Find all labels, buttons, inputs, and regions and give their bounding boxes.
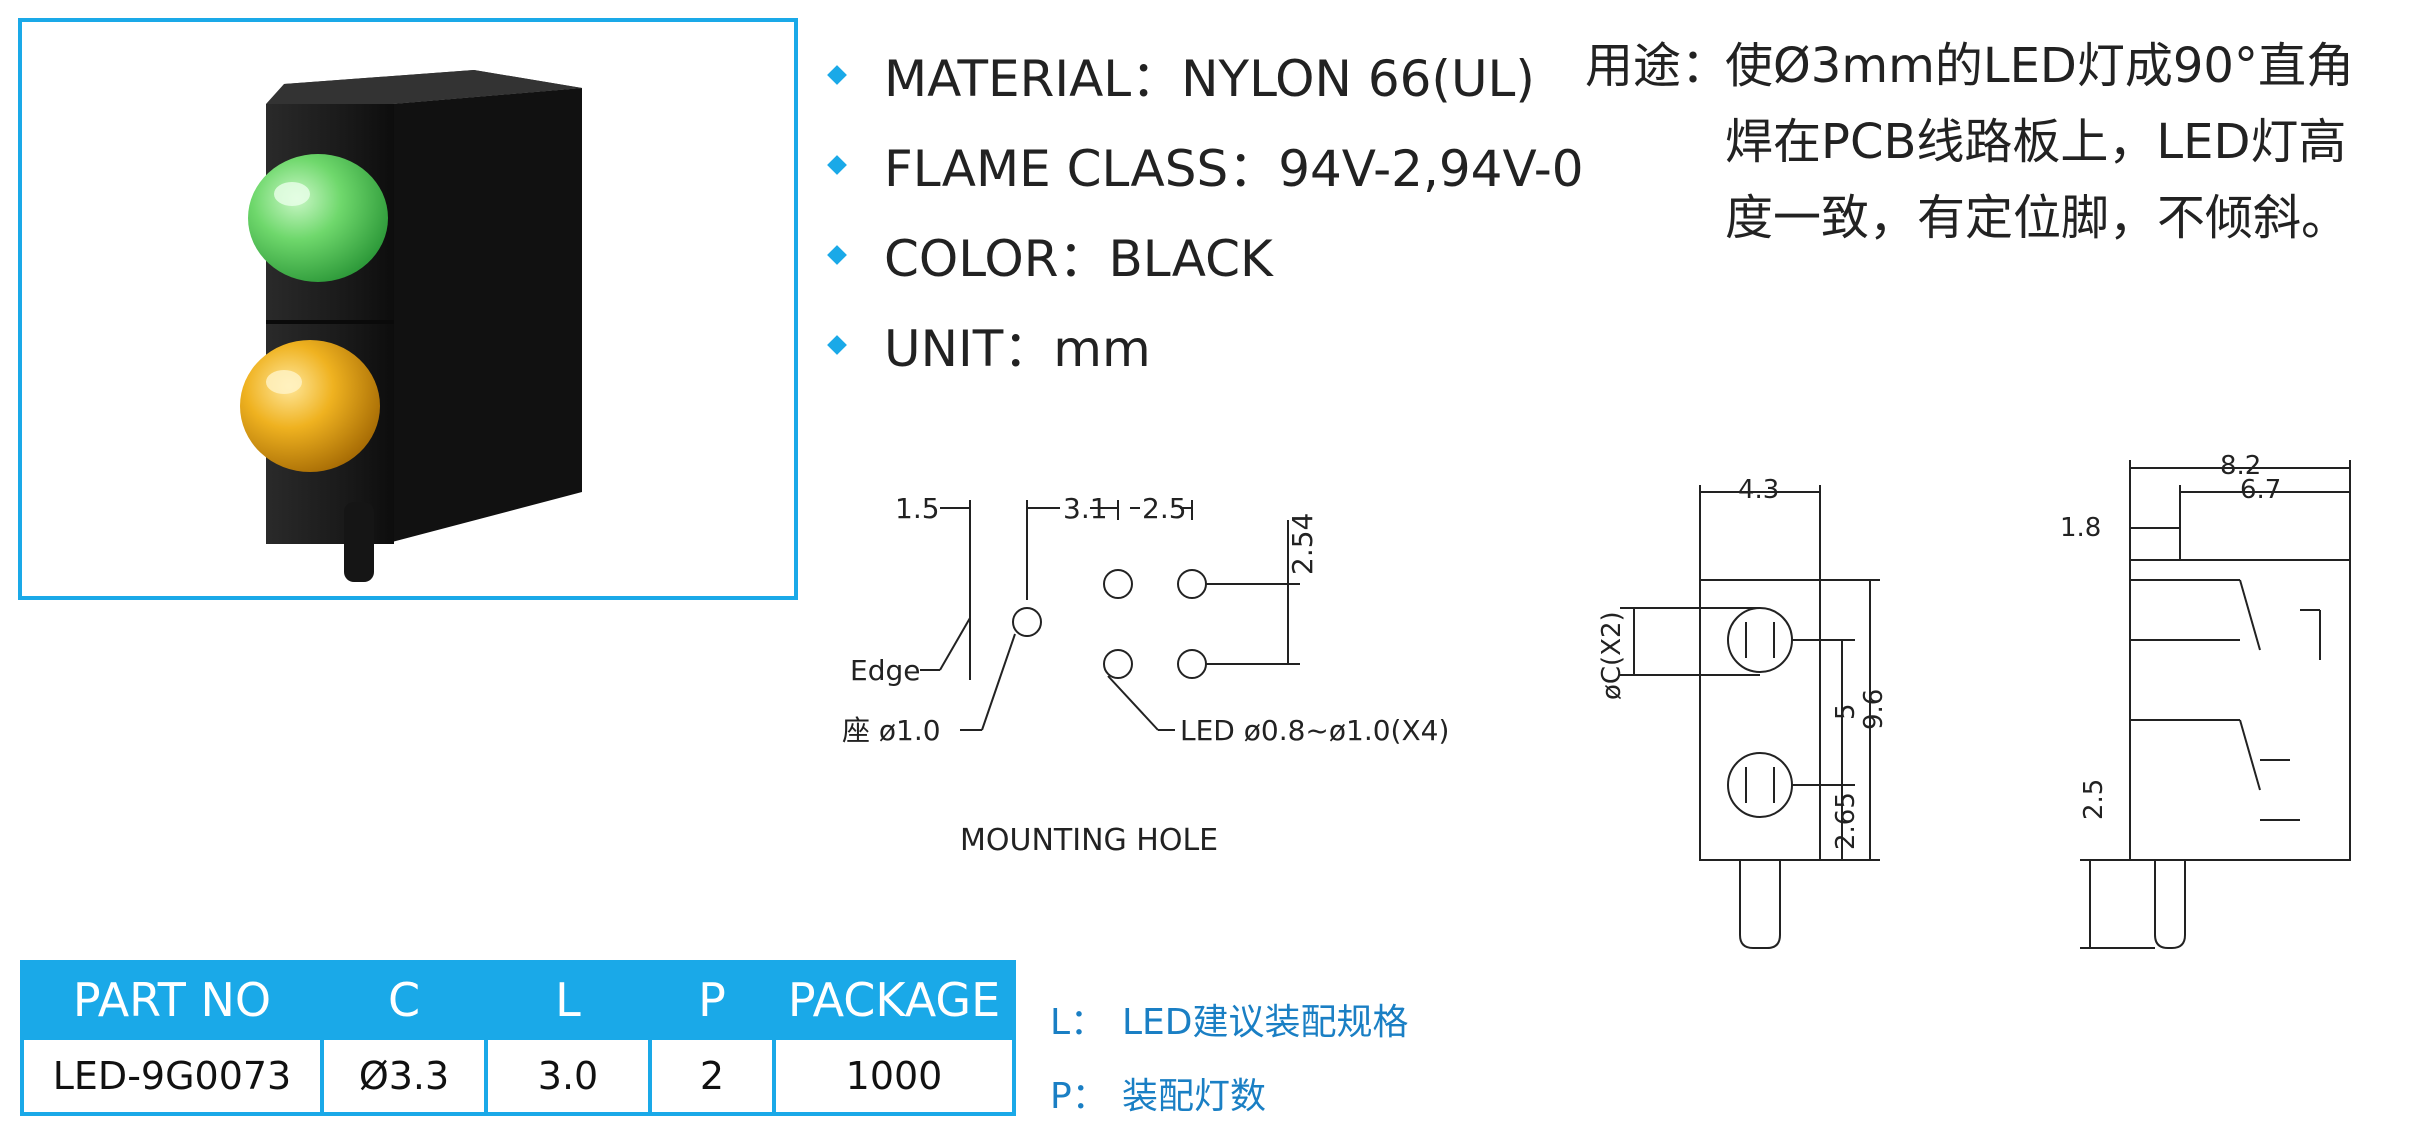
dim-side-total: 8.2: [2220, 451, 2261, 481]
dim-front-dia: øC(X2): [1597, 611, 1627, 700]
bullet-diamond-icon: [827, 155, 847, 175]
cell-l: 3.0: [484, 1036, 652, 1116]
legend-key-l: L：: [1050, 1002, 1107, 1043]
spec-list: MATERIAL：NYLON 66(UL) FLAME CLASS：94V-2,…: [827, 30, 1584, 390]
dim-front-height: 9.6: [1859, 689, 1889, 730]
dim-front-width: 4.3: [1738, 475, 1779, 505]
mounting-hole-title: MOUNTING HOLE: [960, 823, 1218, 858]
col-header-package: PACKAGE: [772, 960, 1016, 1040]
cell-c: Ø3.3: [320, 1036, 488, 1116]
dim-front-pitch: 5: [1831, 703, 1861, 720]
dim-side-pin: 2.5: [2079, 779, 2109, 820]
col-header-c: C: [320, 960, 488, 1040]
col-header-l: L: [484, 960, 652, 1040]
dim-side-offset: 1.8: [2060, 513, 2101, 543]
led-hole-label: LED ø0.8~ø1.0(X4): [1180, 714, 1449, 747]
spec-material: MATERIAL：NYLON 66(UL): [827, 30, 1584, 120]
bullet-diamond-icon: [827, 65, 847, 85]
spec-unit: UNIT：mm: [827, 300, 1584, 390]
technical-drawing: 1.5 3.1 2.5 2.54 Edge 座 ø1.0 LED ø0.8~ø1…: [842, 451, 2351, 949]
legend-text-p: 装配灯数: [1122, 1076, 1267, 1117]
legend-row-l: L： LED建议装配规格: [1050, 982, 1409, 1056]
spec-material-text: MATERIAL：NYLON 66(UL): [884, 50, 1535, 108]
cell-package: 1000: [772, 1036, 1016, 1116]
bullet-diamond-icon: [827, 335, 847, 355]
dim-side-inner: 6.7: [2240, 475, 2281, 505]
bullet-diamond-icon: [827, 245, 847, 265]
legend-text-l: LED建议装配规格: [1122, 1002, 1409, 1043]
parts-table: PART NO C L P PACKAGE LED-9G0073 Ø3.3 3.…: [20, 960, 1016, 1116]
table-header-row: PART NO C L P PACKAGE: [20, 960, 1016, 1040]
cell-part-no: LED-9G0073: [20, 1036, 324, 1116]
led-holder-photo: [240, 70, 582, 582]
col-header-p: P: [648, 960, 776, 1040]
dim-front-bottom: 2.65: [1831, 792, 1861, 850]
spec-flame-class-text: FLAME CLASS：94V-2,94V-0: [884, 140, 1584, 198]
table-row: LED-9G0073 Ø3.3 3.0 2 1000: [20, 1036, 1016, 1116]
legend-key-p: P：: [1050, 1076, 1108, 1117]
spec-color: COLOR：BLACK: [827, 210, 1584, 300]
cell-p: 2: [648, 1036, 776, 1116]
col-header-part-no: PART NO: [20, 960, 324, 1040]
edge-label: Edge: [850, 654, 920, 687]
dim-pitch-x: 3.1: [1063, 492, 1108, 525]
usage-text: 使Ø3mm的LED灯成90°直角焊在PCB线路板上，LED灯高度一致，有定位脚，…: [1725, 38, 2354, 246]
seat-hole-label: 座 ø1.0: [842, 714, 941, 747]
spec-unit-text: UNIT：mm: [884, 320, 1151, 378]
dim-edge-offset: 1.5: [895, 492, 940, 525]
table-legend: L： LED建议装配规格 P： 装配灯数: [1050, 982, 1409, 1130]
product-photo-frame: [18, 18, 798, 600]
spec-color-text: COLOR：BLACK: [884, 230, 1273, 288]
legend-row-p: P： 装配灯数: [1050, 1056, 1409, 1130]
spec-flame-class: FLAME CLASS：94V-2,94V-0: [827, 120, 1584, 210]
dim-led-pitch: 2.5: [1142, 492, 1187, 525]
dim-row-pitch: 2.54: [1286, 513, 1319, 575]
usage-label: 用途：: [1585, 38, 1730, 94]
